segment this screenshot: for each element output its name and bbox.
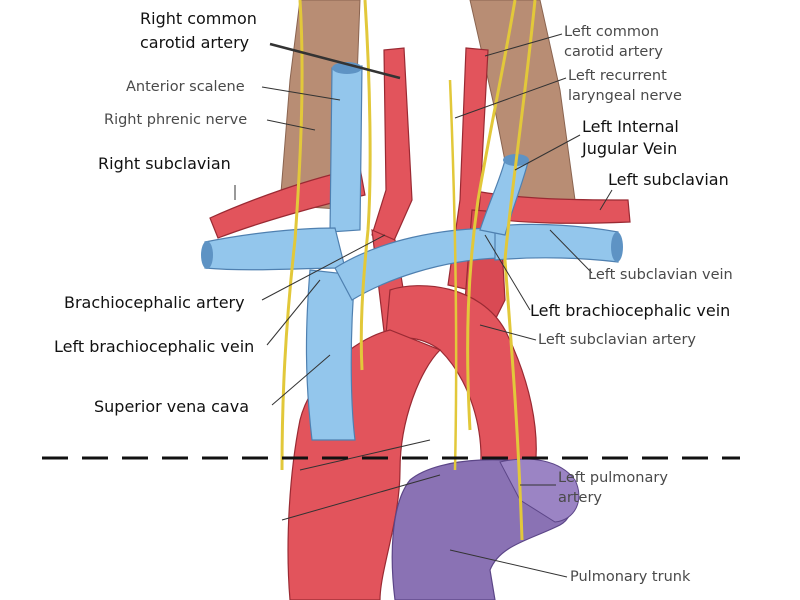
left-vagus-nerve [466,0,517,431]
left-subclavian-vein-cut [611,232,623,262]
label-left-subclavian-artery: Left subclavian artery [538,332,697,348]
superior-vena-cava [305,269,356,441]
label-left-common-carotid-2: carotid artery [564,44,663,60]
label-left-recurrent-laryngeal-1: Left recurrent [568,68,667,84]
left-subclavian-vein-vessel [494,223,619,263]
label-left-recurrent-laryngeal-2: laryngeal nerve [568,88,682,104]
label-brachiocephalic-artery: Brachiocephalic artery [64,293,245,312]
label-right-phrenic-nerve: Right phrenic nerve [104,112,248,128]
label-left-pulmonary-artery-1: Left pulmonary [558,470,668,486]
label-left-pulmonary-artery-2: artery [558,490,602,506]
label-right-common-carotid-2: carotid artery [140,33,250,52]
right-vagus-nerve [359,0,372,371]
label-pulmonary-trunk: Pulmonary trunk [570,569,691,585]
label-left-subclavian-vein: Left subclavian vein [588,267,733,283]
label-right-subclavian: Right subclavian [98,154,231,173]
right-internal-jugular-vein [329,65,363,233]
label-left-subclavian: Left subclavian [608,170,729,189]
label-right-common-carotid-1: Right common [140,9,257,28]
right-phrenic-nerve [280,0,304,471]
label-anterior-scalene: Anterior scalene [126,79,245,95]
label-left-brachiocephalic-vein-left: Left brachiocephalic vein [54,337,255,356]
label-left-common-carotid-1: Left common [564,24,660,40]
label-superior-vena-cava: Superior vena cava [94,397,249,416]
leader-lines [234,33,613,578]
label-left-internal-jugular-2: Jugular Vein [582,139,678,158]
right-subclavian-vein-cut [201,241,213,269]
label-left-internal-jugular-1: Left Internal [582,117,679,136]
right-subclavian-artery [209,167,366,239]
right-common-carotid-artery [371,47,413,246]
left-recurrent-laryngeal-nerve [448,79,458,471]
label-left-brachiocephalic-vein-right: Left brachiocephalic vein [530,301,731,320]
